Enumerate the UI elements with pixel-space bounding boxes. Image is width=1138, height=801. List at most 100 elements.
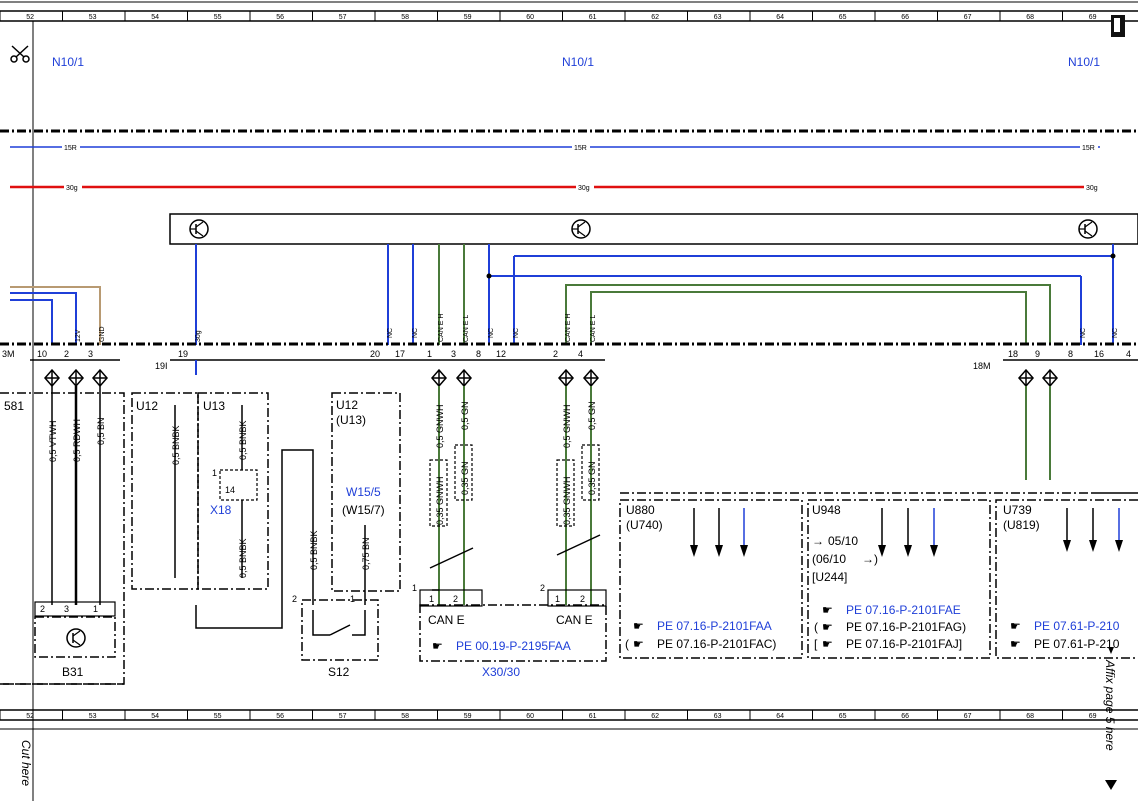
rail-30g-label: 30g	[1086, 185, 1098, 192]
ruler-column-label: 60	[526, 713, 534, 720]
component-u948: U948 → 05/10 (06/10 →) [U244] ☛ PE 07.16…	[807, 499, 991, 659]
pin-number: 1	[212, 468, 217, 478]
rail-30g-label: 30g	[66, 185, 78, 192]
arrow-icons	[878, 508, 938, 557]
ruler-column-label: 63	[714, 713, 722, 720]
rail-30g: 30g 30g 30g	[10, 182, 1102, 192]
wire-tag: NC	[1112, 328, 1119, 338]
w157-label: (W15/7)	[342, 503, 385, 517]
ruler-column-label: 57	[339, 14, 347, 21]
pin-number: 1	[429, 594, 434, 604]
wires-upper	[10, 244, 1116, 345]
component-label: U13	[203, 399, 225, 413]
reference-icon: ☛	[633, 619, 644, 633]
wire-tag: 30g	[195, 330, 202, 342]
rail-15r-label: 15R	[64, 145, 77, 152]
wire-label: 0,35 GNWH	[435, 476, 445, 525]
connector-symbols	[44, 368, 1058, 388]
pin-number: 2	[40, 604, 45, 614]
wire-tag: CAN E L	[590, 315, 597, 342]
reference-link[interactable]: PE 07.16-P-2101FAG)	[846, 620, 966, 634]
reference-link[interactable]: PE 07.16-P-2101FAE	[846, 603, 961, 617]
wire-label: 0,35 GNWH	[562, 476, 572, 525]
pin-number: 1	[93, 604, 98, 614]
affix-label: Affix page 5 here	[1103, 659, 1117, 751]
ruler-column-label: 55	[214, 14, 222, 21]
wire-label: 0,5 BNBK	[171, 425, 181, 465]
ruler-column-label: 58	[401, 14, 409, 21]
reference-link[interactable]: PE 07.61-P-210	[1034, 637, 1120, 651]
arrow-icons	[1063, 508, 1123, 552]
wire-label: 0,35 GN	[460, 461, 470, 495]
pin-number: 2	[292, 594, 297, 604]
wire-label: 0,5 GN	[460, 401, 470, 430]
ruler-column-label: 61	[589, 713, 597, 720]
reference-link[interactable]: PE 07.61-P-210	[1034, 619, 1120, 633]
pin-number: 19	[178, 349, 188, 359]
pin-number: 2	[64, 349, 69, 359]
connector-tag: 3M	[2, 349, 15, 359]
ruler-column-label: 65	[839, 713, 847, 720]
ruler-column-label: 64	[776, 713, 784, 720]
component-x3030: 1 2 1 2 1 2 CAN E CAN E ☛ PE 00.19-P-219…	[412, 583, 607, 679]
sensor-icon	[66, 628, 86, 648]
wires-lower	[51, 360, 1051, 629]
wire-size-labels: 0,5 VTWH 0,5 RDWH 0,5 BN 0,5 BNBK 0,5 BN…	[48, 401, 597, 578]
reference-link[interactable]: PE 07.16-P-2101FAA	[657, 619, 772, 633]
reference-icon: ☛	[432, 639, 443, 653]
component-s12: 2 1 S12	[292, 594, 379, 679]
wire-tag: NC	[412, 328, 419, 338]
pin-number: 3	[451, 349, 456, 359]
pin-number: 16	[1094, 349, 1104, 359]
pin-number: 9	[1035, 349, 1040, 359]
reference-icon: ☛	[822, 603, 833, 617]
transistor-icon	[571, 219, 591, 239]
reference-icon: ☛	[822, 620, 833, 634]
ruler-column-label: 55	[214, 713, 222, 720]
component-label: (U740)	[626, 518, 663, 532]
bracket: (	[814, 620, 818, 634]
pin-number: 12	[496, 349, 506, 359]
triangle-icon	[1108, 647, 1114, 654]
n10-label-mid: N10/1	[562, 55, 594, 69]
ruler-column-label: 66	[901, 713, 909, 720]
ruler-column-label: 52	[26, 14, 34, 21]
ruler-column-label: 54	[151, 14, 159, 21]
component-label: U12	[136, 399, 158, 413]
ruler-column-label: 56	[276, 14, 284, 21]
wire-label: 0,5 BN	[96, 417, 106, 445]
wire-tag: NC	[488, 328, 495, 338]
page-corner-icon	[1111, 15, 1125, 37]
wire-label: 0,5 VTWH	[48, 420, 58, 462]
component-label: (U13)	[336, 413, 366, 427]
reference-link[interactable]: PE 00.19-P-2195FAA	[456, 639, 571, 653]
ruler-column-label: 56	[276, 713, 284, 720]
w155-label: W15/5	[346, 485, 381, 499]
wire-label-frames	[429, 444, 600, 527]
wire-tag: CAN E H	[438, 314, 445, 342]
rail-15r: 15R 15R 15R	[10, 142, 1100, 152]
ruler-column-label: 67	[964, 14, 972, 21]
reference-icon: ☛	[1010, 637, 1021, 651]
arrow-right-icon: →)	[862, 552, 878, 566]
reference-link[interactable]: PE 07.16-P-2101FAJ]	[846, 637, 962, 651]
pin-number: 1	[412, 583, 417, 593]
ruler-column-label: 68	[1026, 14, 1034, 21]
reference-icon: ☛	[822, 637, 833, 651]
rail-30g-label: 30g	[578, 185, 590, 192]
component-label: U880	[626, 503, 655, 517]
ruler-column-label: 57	[339, 713, 347, 720]
ruler-column-label: 52	[26, 713, 34, 720]
pin-number: 2	[580, 594, 585, 604]
component-label: [U244]	[812, 570, 847, 584]
component-label: (U819)	[1003, 518, 1040, 532]
n10-label-right: N10/1	[1068, 55, 1100, 69]
ruler-column-label: 58	[401, 713, 409, 720]
triangle-icon	[1105, 780, 1117, 790]
pin-number: 2	[540, 583, 545, 593]
reference-link[interactable]: PE 07.16-P-2101FAC)	[657, 637, 776, 651]
pin-number: 1	[350, 594, 355, 604]
